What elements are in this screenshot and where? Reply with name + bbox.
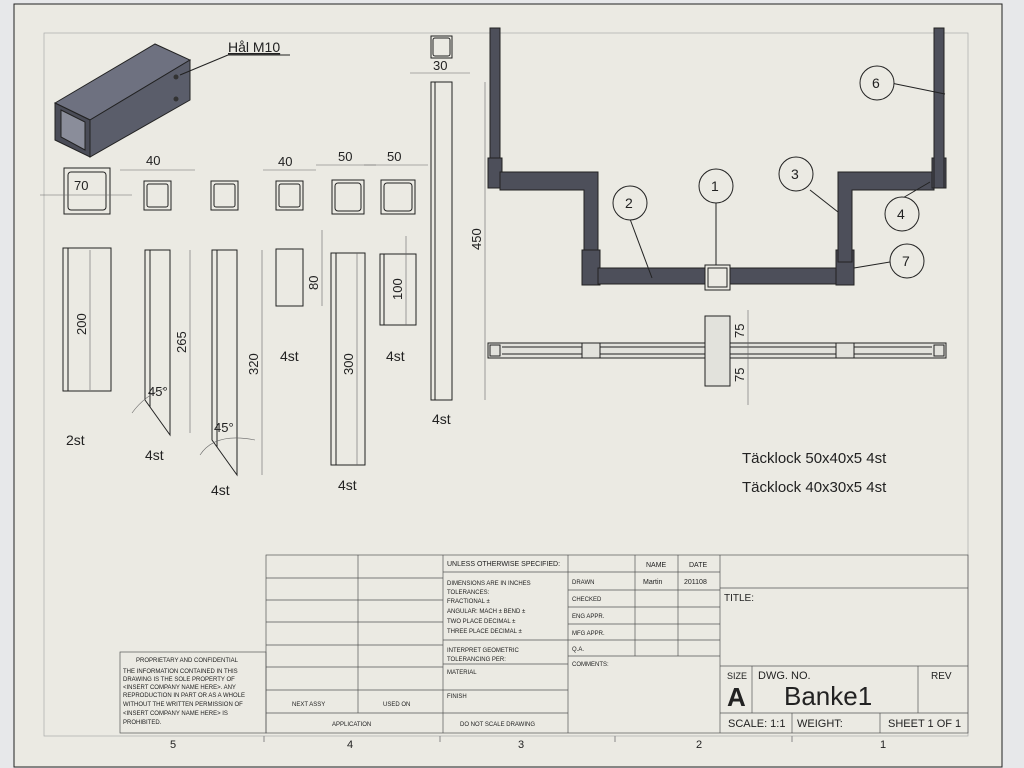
drawing-border	[43, 32, 969, 737]
tb-proprietary-4: WITHOUT THE WRITTEN PERMISSION OF	[123, 702, 243, 708]
qty-4st-e: 4st	[386, 348, 405, 364]
tb-size: A	[727, 682, 746, 712]
tb-qa: Q.A.	[572, 647, 584, 653]
cross-sections	[63, 35, 453, 215]
tb-interpret-0: INTERPRET GEOMETRIC	[447, 648, 520, 654]
tb-unless: UNLESS OTHERWISE SPECIFIED:	[447, 561, 560, 568]
title-block	[119, 554, 969, 734]
qty-4st-b: 4st	[211, 482, 230, 498]
tb-checked: CHECKED	[572, 597, 602, 603]
tb-used-on: USED ON	[383, 702, 410, 708]
tb-comments: COMMENTS:	[572, 662, 609, 668]
balloons	[612, 65, 946, 279]
tb-mfg-appr: MFG APPR.	[572, 631, 605, 637]
zone-1: 1	[880, 739, 886, 751]
tb-application: APPLICATION	[332, 722, 371, 728]
tb-weight: WEIGHT:	[797, 718, 843, 730]
dim-200: 200	[74, 313, 89, 335]
hole-note: Hål M10	[228, 39, 280, 55]
dim-450: 450	[469, 228, 484, 250]
tb-drawn: DRAWN	[572, 580, 594, 586]
tb-rev-label: REV	[931, 671, 952, 682]
angle-45-a: 45°	[148, 384, 168, 399]
tb-proprietary-0: THE INFORMATION CONTAINED IN THIS	[123, 669, 238, 675]
tb-dwg-no: Banke1	[784, 681, 872, 711]
tb-dwg-no-label: DWG. NO.	[758, 670, 811, 682]
dim-300: 300	[341, 353, 356, 375]
balloon-6: 6	[872, 75, 880, 91]
dim-75-bottom: 75	[732, 368, 747, 382]
tb-proprietary-1: DRAWING IS THE SOLE PROPERTY OF	[123, 677, 235, 683]
qty-4st-f: 4st	[432, 411, 451, 427]
zone-5: 5	[170, 739, 176, 751]
tb-proprietary-3: REPRODUCTION IN PART OR AS A WHOLE	[123, 693, 245, 699]
dim-70: 70	[74, 178, 88, 193]
tb-size-label: SIZE	[727, 671, 747, 681]
zone-labels: 5 4 3 2 1	[170, 736, 886, 751]
qty-4st-c: 4st	[280, 348, 299, 364]
dim-100: 100	[390, 278, 405, 300]
dim-50-a: 50	[338, 149, 352, 164]
tb-eng-appr: ENG APPR.	[572, 614, 605, 620]
tb-tol-3: ANGULAR: MACH ± BEND ±	[447, 609, 526, 615]
dim-80: 80	[306, 276, 321, 290]
qty-2st: 2st	[66, 432, 85, 448]
tb-proprietary-title: PROPRIETARY AND CONFIDENTIAL	[136, 658, 239, 664]
tb-tol-4: TWO PLACE DECIMAL ±	[447, 619, 516, 625]
dim-30: 30	[433, 58, 447, 73]
zone-2: 2	[696, 739, 702, 751]
angle-45-b: 45°	[214, 420, 234, 435]
tb-no-scale: DO NOT SCALE DRAWING	[460, 722, 535, 728]
qty-4st-a: 4st	[145, 447, 164, 463]
note-1: Täcklock 50x40x5 4st	[742, 450, 887, 467]
tb-drawn-date: 201108	[684, 579, 707, 586]
dim-50-b: 50	[387, 149, 401, 164]
assembly-front-view	[487, 27, 947, 291]
balloon-7: 7	[902, 253, 910, 269]
balloon-1: 1	[711, 178, 719, 194]
tb-scale: SCALE: 1:1	[728, 718, 785, 730]
section-dimensions	[40, 72, 470, 196]
note-2: Täcklock 40x30x5 4st	[742, 479, 887, 496]
tb-title-label: TITLE:	[724, 593, 754, 604]
tb-drawn-name: Martin	[643, 579, 663, 586]
tb-material: MATERIAL	[447, 670, 477, 676]
zone-4: 4	[347, 739, 353, 751]
tb-tol-1: TOLERANCES:	[447, 590, 490, 596]
tb-tol-5: THREE PLACE DECIMAL ±	[447, 629, 522, 635]
tb-proprietary-5: <INSERT COMPANY NAME HERE> IS	[123, 711, 228, 717]
tb-tol-0: DIMENSIONS ARE IN INCHES	[447, 581, 531, 587]
balloon-2: 2	[625, 195, 633, 211]
dim-265: 265	[174, 331, 189, 353]
balloon-4: 4	[897, 206, 905, 222]
dim-320: 320	[246, 353, 261, 375]
length-views	[62, 81, 453, 477]
tb-proprietary-6: PROHIBITED.	[123, 720, 162, 726]
length-dimensions	[89, 82, 486, 475]
dim-40-a: 40	[146, 153, 160, 168]
qty-4st-d: 4st	[338, 477, 357, 493]
tb-proprietary-2: <INSERT COMPANY NAME HERE>. ANY	[123, 685, 236, 691]
tb-col-date: DATE	[689, 562, 707, 569]
tb-interpret-1: TOLERANCING PER:	[447, 657, 506, 663]
tb-finish: FINISH	[447, 694, 467, 700]
tb-next-assy: NEXT ASSY	[292, 702, 325, 708]
tb-sheet: SHEET 1 OF 1	[888, 718, 961, 730]
zone-3: 3	[518, 739, 524, 751]
isometric-tube	[53, 43, 192, 158]
tb-tol-2: FRACTIONAL ±	[447, 599, 490, 605]
dim-75-top: 75	[732, 324, 747, 338]
dim-40-b: 40	[278, 154, 292, 169]
assembly-top-view	[487, 315, 947, 387]
tb-col-name: NAME	[646, 562, 667, 569]
balloon-3: 3	[791, 166, 799, 182]
